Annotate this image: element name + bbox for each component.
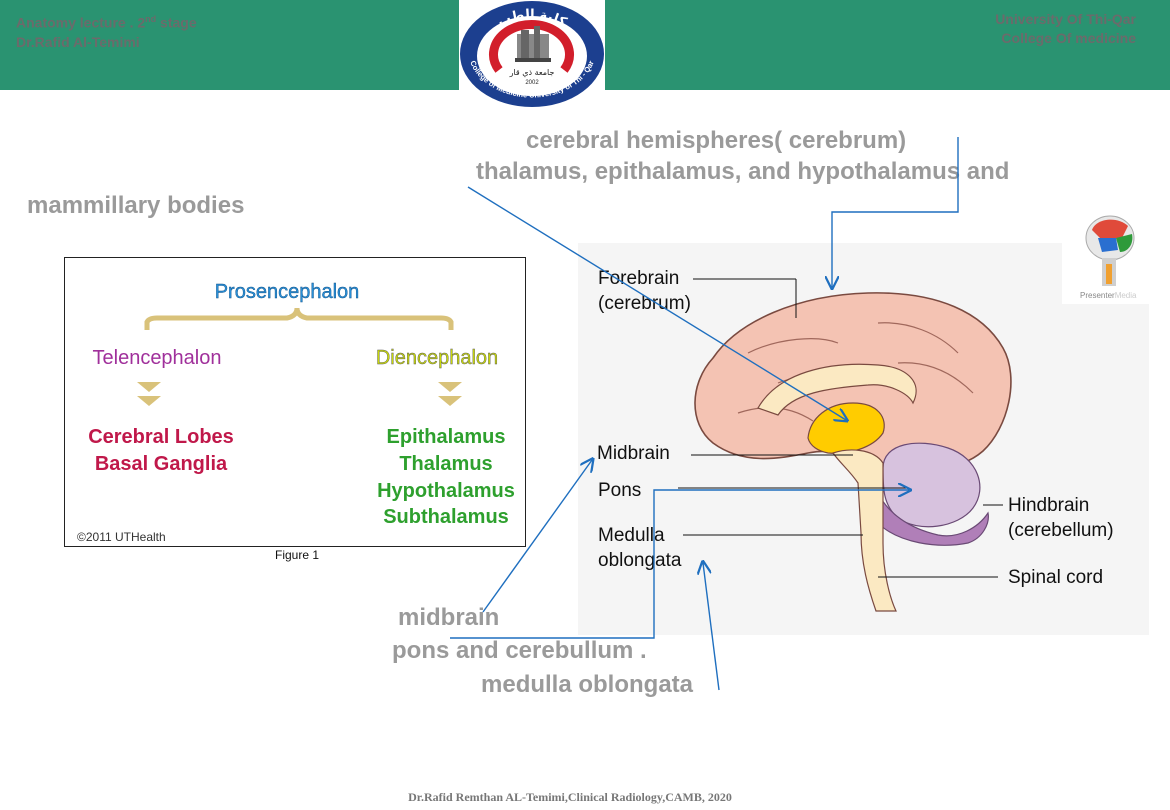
label-prosencephalon: Prosencephalon bbox=[215, 281, 360, 303]
logo-arabic-mid: جامعة ذي قار bbox=[509, 68, 555, 77]
watermark-brand: PresenterMedia bbox=[1080, 291, 1137, 300]
label-subthalamus: Subthalamus bbox=[383, 506, 509, 528]
svg-text:كلية الطب: كلية الطب bbox=[496, 7, 570, 30]
college-seal-icon: كلية الطب جامعة ذي قار 2002 College of M… bbox=[460, 1, 604, 107]
footer-credit: Dr.Rafid Remthan AL-Temimi,Clinical Radi… bbox=[408, 790, 732, 804]
note-medulla: medulla oblongata bbox=[481, 671, 694, 698]
note-pons-cerebellum: pons and cerebullum . bbox=[392, 637, 647, 664]
head-brain-icon: PresenterMedia bbox=[1080, 215, 1137, 300]
label-forebrain: Forebrain bbox=[598, 268, 680, 289]
chevron-down-icon bbox=[137, 382, 161, 406]
institution-info: University Of Thi-Qar College Of medicin… bbox=[995, 10, 1136, 48]
label-thalamus: Thalamus bbox=[399, 453, 492, 475]
label-pons: Pons bbox=[598, 480, 642, 501]
note-midbrain: midbrain bbox=[398, 604, 500, 631]
university-name: University Of Thi-Qar bbox=[995, 11, 1136, 27]
college-logo: كلية الطب جامعة ذي قار 2002 College of M… bbox=[459, 0, 605, 108]
label-forebrain-sub: (cerebrum) bbox=[598, 293, 691, 314]
prosencephalon-figure: Prosencephalon Telencephalon Diencephalo… bbox=[64, 257, 526, 547]
label-midbrain: Midbrain bbox=[597, 443, 670, 464]
label-epithalamus: Epithalamus bbox=[387, 426, 506, 448]
prosencephalon-diagram: Prosencephalon Telencephalon Diencephalo… bbox=[77, 281, 515, 544]
note-cerebral-hemispheres: cerebral hemispheres( cerebrum) bbox=[526, 127, 907, 154]
presentermedia-watermark: PresenterMedia bbox=[1062, 208, 1156, 304]
lecture-info: Anatomy lecture . 2nd stage Dr.Rafid Al-… bbox=[16, 10, 197, 52]
label-medulla-sub: oblongata bbox=[598, 550, 682, 571]
label-telencephalon: Telencephalon bbox=[93, 347, 222, 369]
note-mammillary: mammillary bodies bbox=[27, 192, 245, 219]
label-cerebral-lobes: Cerebral Lobes bbox=[88, 426, 234, 448]
figure-copyright: ©2011 UTHealth bbox=[77, 530, 166, 544]
label-hindbrain-sub: (cerebellum) bbox=[1008, 520, 1114, 541]
college-name: College Of medicine bbox=[1001, 30, 1136, 46]
chevron-down-icon bbox=[438, 382, 462, 406]
figure-caption: Figure 1 bbox=[275, 548, 320, 562]
logo-arabic-arc: كلية الطب bbox=[496, 7, 570, 30]
label-medulla: Medulla bbox=[598, 525, 665, 546]
label-spinal-cord: Spinal cord bbox=[1008, 567, 1104, 588]
label-diencephalon: Diencephalon bbox=[376, 347, 498, 369]
label-hindbrain: Hindbrain bbox=[1008, 495, 1090, 516]
label-basal-ganglia: Basal Ganglia bbox=[95, 453, 228, 475]
lecturer-name: Dr.Rafid Al-Temimi bbox=[16, 33, 140, 50]
label-hypothalamus: Hypothalamus bbox=[377, 480, 515, 502]
lecture-title: Anatomy lecture . 2nd stage bbox=[16, 14, 197, 31]
brace-shape bbox=[144, 307, 454, 330]
note-thalamus: thalamus, epithalamus, and hypothalamus … bbox=[476, 158, 1010, 185]
logo-year: 2002 bbox=[525, 80, 539, 86]
